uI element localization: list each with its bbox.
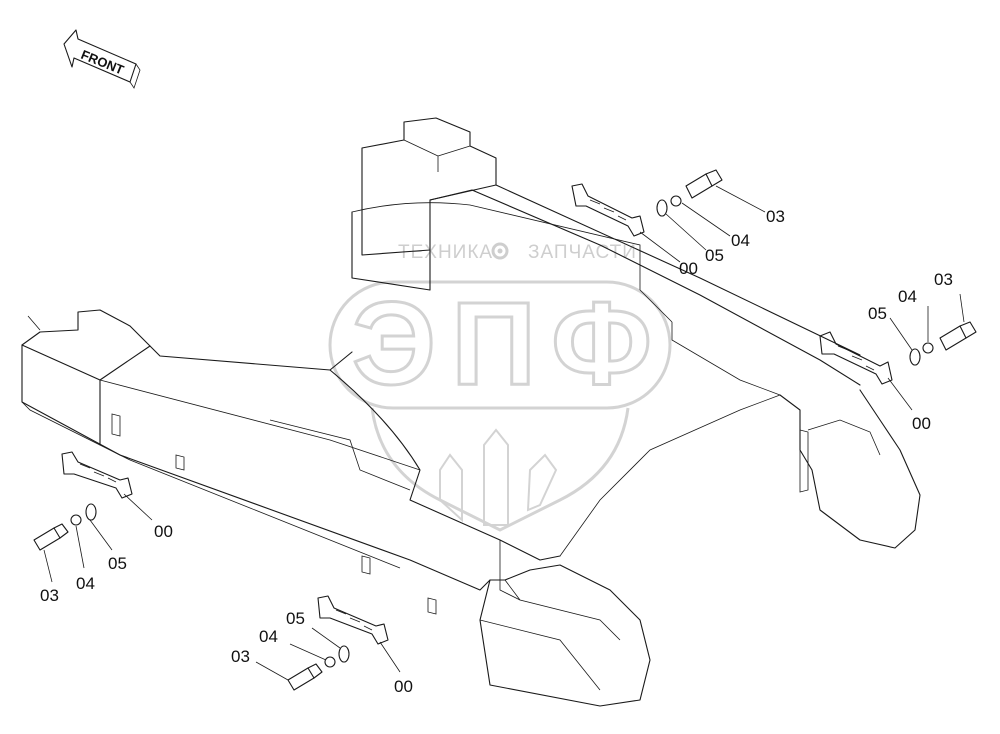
leader-lines bbox=[43, 185, 965, 681]
watermark-right-text: ЗАПЧАСТИ bbox=[528, 242, 637, 263]
callout-label: 05 bbox=[286, 609, 305, 628]
bolt-right bbox=[909, 321, 977, 366]
track-frame bbox=[21, 117, 921, 707]
callout-label: 04 bbox=[259, 627, 278, 646]
callout-labels: 03 04 05 00 03 04 05 00 00 05 03 04 05 0… bbox=[40, 207, 953, 696]
callout-label: 03 bbox=[40, 586, 59, 605]
callout-label: 04 bbox=[76, 574, 95, 593]
callout-label: 00 bbox=[394, 677, 413, 696]
front-arrow: FRONT bbox=[63, 29, 141, 89]
wheat-icon bbox=[439, 428, 558, 526]
callout-label: 05 bbox=[868, 304, 887, 323]
callout-label: 04 bbox=[898, 287, 917, 306]
rail-guard-left bbox=[61, 451, 185, 499]
watermark-left-text: ТЕХНИКА bbox=[398, 242, 493, 263]
bolt-lower bbox=[287, 645, 350, 691]
callout-label: 05 bbox=[108, 554, 127, 573]
callout-label: 03 bbox=[231, 647, 250, 666]
callout-label: 05 bbox=[705, 246, 724, 265]
callout-label: 04 bbox=[731, 231, 750, 250]
callout-label: 00 bbox=[154, 522, 173, 541]
callout-label: 00 bbox=[679, 259, 698, 278]
bolt-left bbox=[33, 503, 97, 551]
bolt-upper bbox=[656, 169, 723, 217]
watermark: ТЕХНИКА ЗАПЧАСТИ ЭПФ bbox=[328, 242, 672, 532]
callout-label: 03 bbox=[934, 270, 953, 289]
gear-icon bbox=[491, 242, 509, 260]
front-label: FRONT bbox=[79, 47, 126, 78]
callout-label: 00 bbox=[912, 414, 931, 433]
rail-guard-right bbox=[819, 331, 893, 385]
rail-guard-upper bbox=[571, 183, 645, 237]
rail-guard-lower bbox=[317, 595, 437, 645]
hardware bbox=[33, 169, 977, 691]
callout-label: 03 bbox=[766, 207, 785, 226]
watermark-logo: ЭПФ bbox=[352, 278, 652, 410]
